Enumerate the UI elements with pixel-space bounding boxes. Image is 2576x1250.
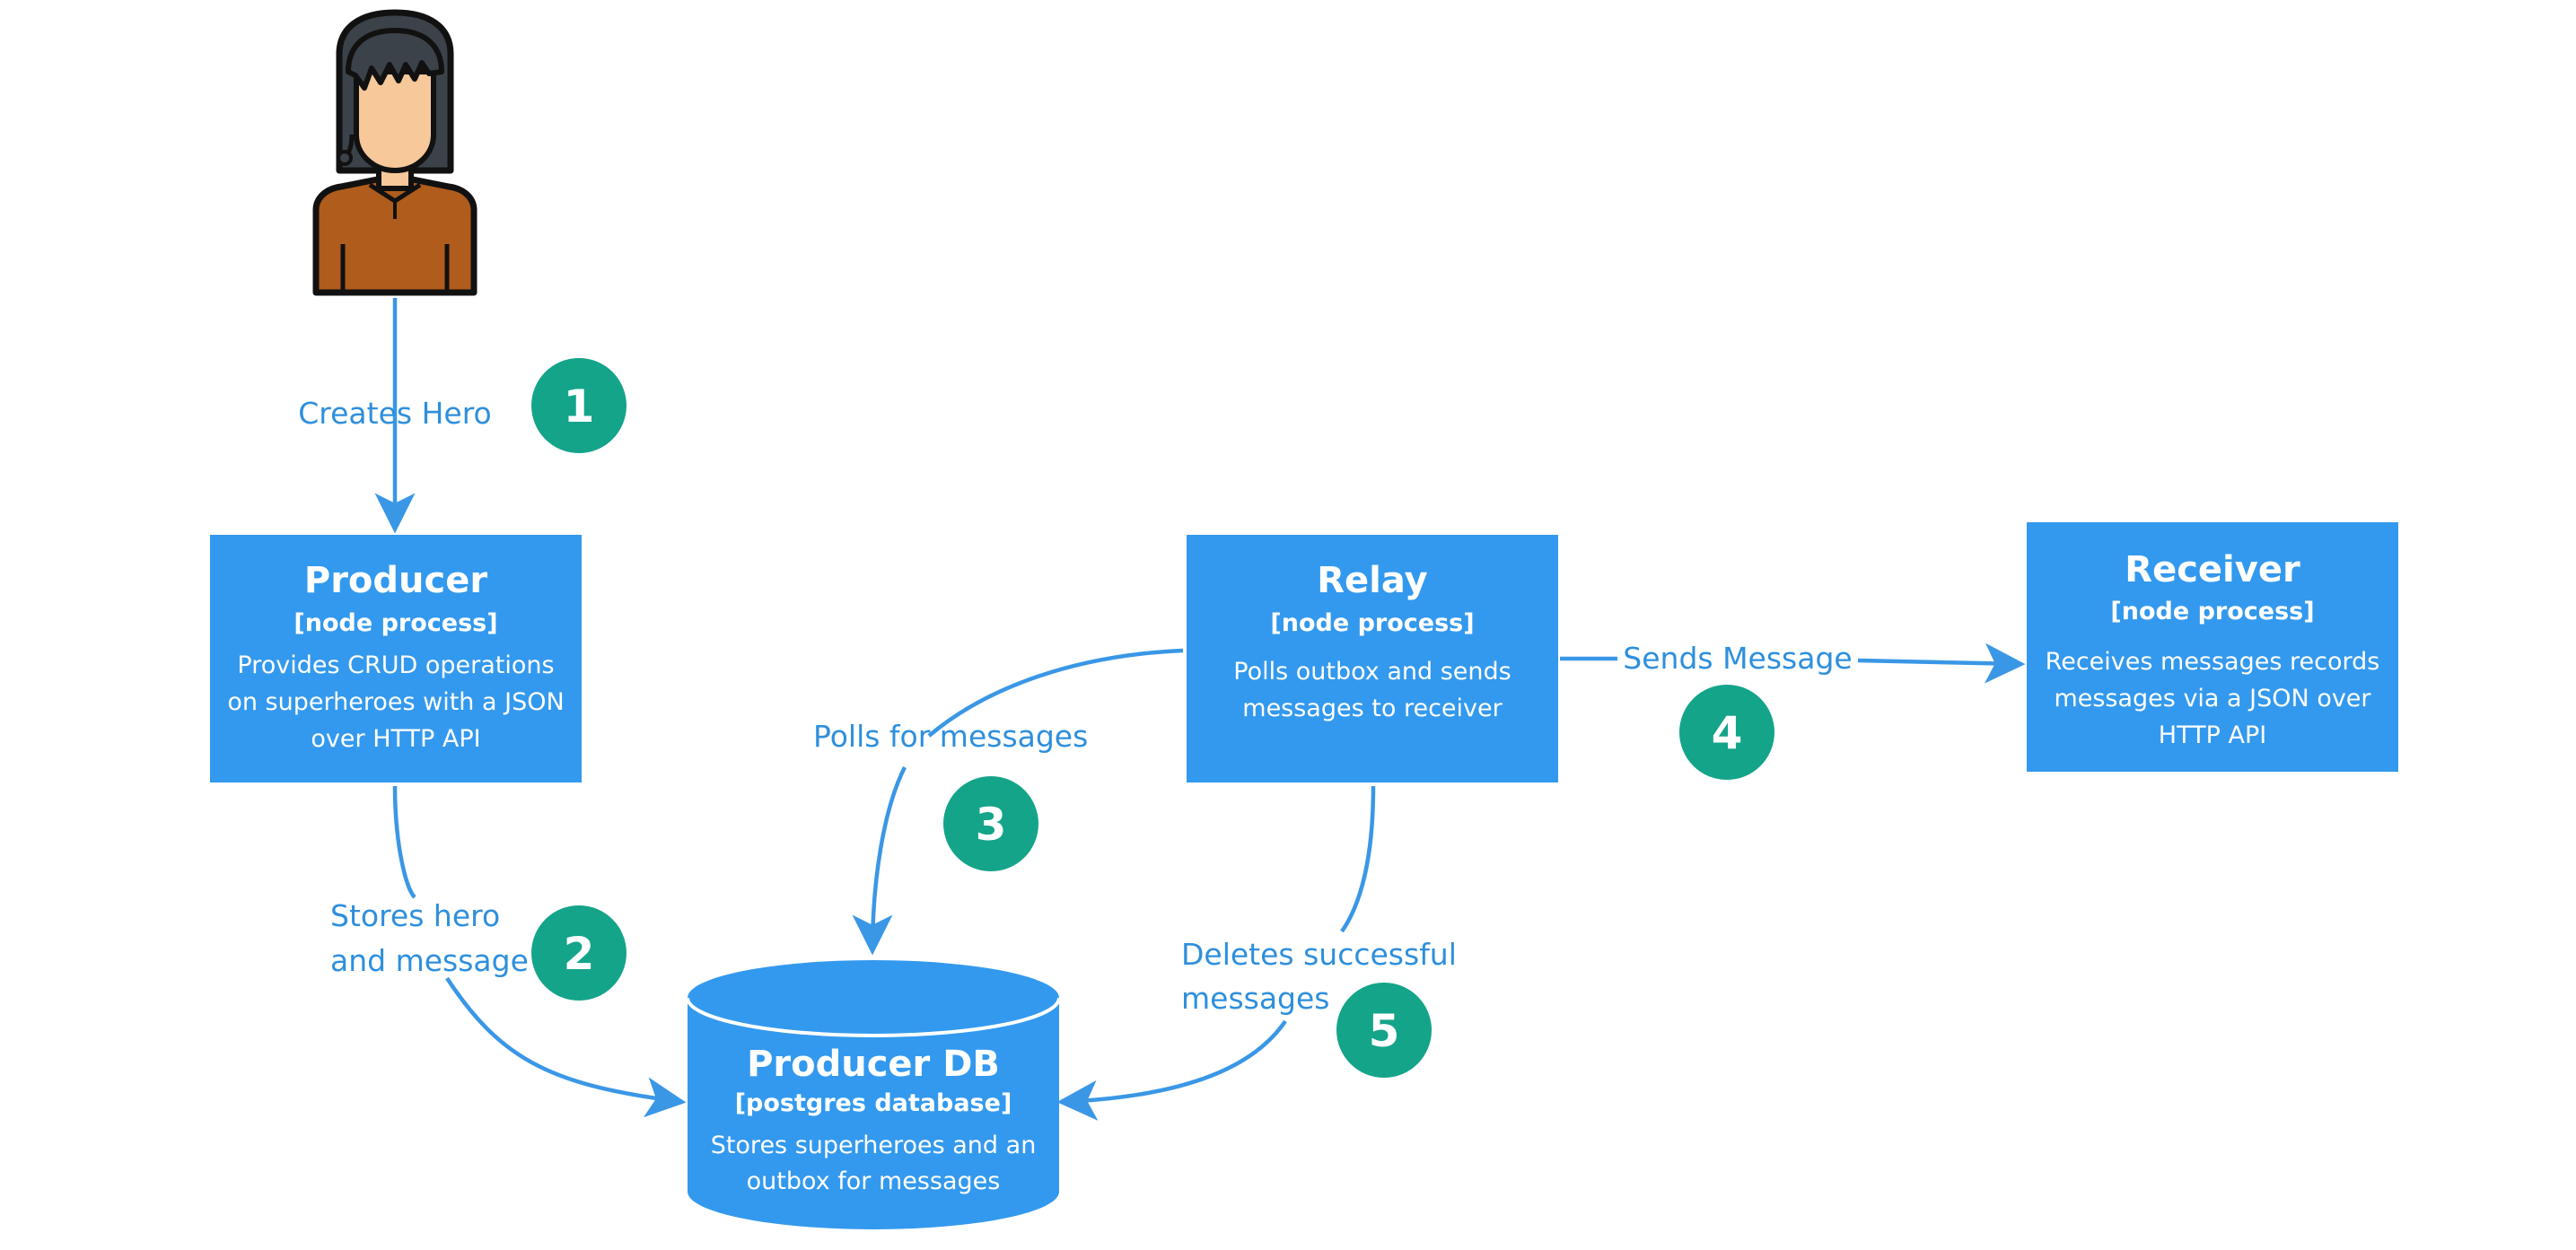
relay-description-line: messages to receiver [1242,695,1503,722]
step-number: 3 [976,799,1007,851]
edge-label: Polls for messages [813,719,1088,754]
receiver-technology: [node process] [2110,598,2314,625]
edge-stores-hero [392,785,682,1102]
producer-db-title: Producer DB [747,1044,1000,1085]
relay-node: Relay [node process] Polls outbox and se… [1187,535,1558,782]
step-badge: 2 [531,905,626,1001]
step-badge: 4 [1679,685,1774,780]
producer-description-line: on superheroes with a JSON [227,688,564,716]
producer-node: Producer [node process] Provides CRUD op… [210,535,582,782]
relay-technology: [node process] [1270,609,1474,637]
step-badge: 5 [1336,983,1432,1078]
step-number: 5 [1369,1005,1400,1057]
step-badge: 3 [943,776,1038,871]
producer-db-technology: [postgres database] [735,1089,1012,1117]
producer-db-description-line: outbox for messages [747,1167,1001,1195]
user-icon [312,9,478,296]
edge-label: messages [1181,981,1330,1016]
receiver-title: Receiver [2125,549,2300,590]
edge-sends-message [1560,659,2021,664]
step-badge: 1 [531,358,626,453]
producer-technology: [node process] [294,609,497,637]
step-number: 1 [564,380,595,433]
producer-description-line: Provides CRUD operations [237,651,554,679]
edge-label: Creates Hero [298,396,491,431]
edge-label: Deletes successful [1181,937,1457,972]
step-number: 2 [564,928,595,980]
edge-label: Sends Message [1623,641,1852,676]
relay-description-line: Polls outbox and sends [1233,658,1511,686]
producer-db-description-line: Stores superheroes and an [711,1132,1037,1159]
relay-title: Relay [1317,560,1427,601]
edge-polls-for-messages [872,648,1184,951]
step-number: 4 [1712,707,1743,759]
producer-description-line: over HTTP API [311,725,480,753]
edge-label: Stores hero [330,898,500,933]
edge-label: and message [330,943,529,978]
receiver-description-line: HTTP API [2159,721,2266,749]
receiver-node: Receiver [node process] Receives message… [2027,522,2398,772]
edge-deletes-successful-messages [1061,785,1376,1102]
producer-title: Producer [304,560,487,601]
receiver-description-line: Receives messages records [2046,648,2380,676]
receiver-description-line: messages via a JSON over [2054,685,2371,712]
producer-db-node: Producer DB [postgres database] Stores s… [686,960,1061,1229]
